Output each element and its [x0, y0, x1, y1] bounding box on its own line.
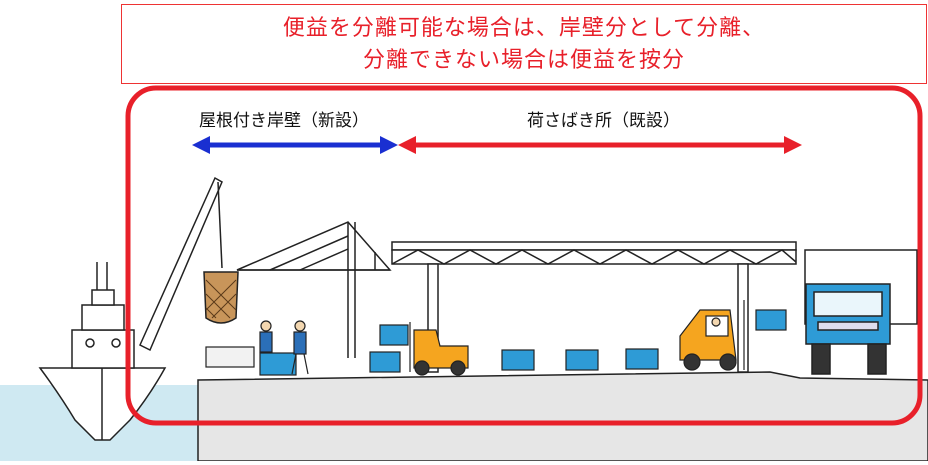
scope-frame — [125, 85, 923, 426]
title-box: 便益を分離可能な場合は、岸壁分として分離、 分離できない場合は便益を按分 — [121, 4, 927, 84]
new-wharf-arrow — [192, 136, 398, 154]
ship — [38, 262, 167, 441]
new-roof-structure — [236, 221, 392, 358]
existing-roof-truss — [391, 241, 797, 373]
title-line-2: 分離できない場合は便益を按分 — [362, 48, 685, 73]
new-wharf-label: 屋根付き岸壁（新設） — [199, 111, 369, 131]
truck — [804, 249, 918, 375]
crane — [139, 176, 239, 352]
existing-facility-label: 荷さばき所（既設） — [527, 111, 680, 131]
quay-ground — [197, 371, 928, 462]
fish-boxes-existing — [501, 348, 659, 371]
existing-facility-arrow — [398, 136, 802, 154]
fish-boxes-new — [205, 346, 401, 376]
workers — [259, 320, 309, 375]
forklift-right — [679, 300, 787, 371]
title-line-1: 便益を分離可能な場合は、岸壁分として分離、 — [282, 16, 766, 41]
forklift-left — [379, 322, 469, 376]
